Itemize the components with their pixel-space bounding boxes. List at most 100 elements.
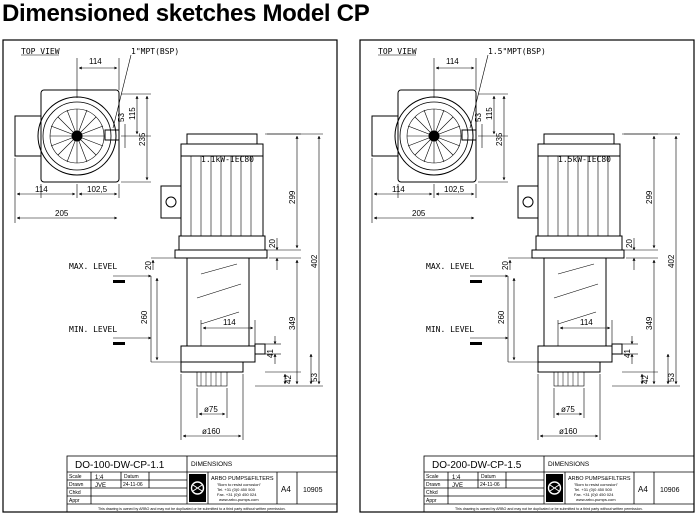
drawing-number: DO-100-DW-CP-1.1 — [75, 460, 165, 471]
paper-size: A4 — [638, 485, 648, 494]
dim-42: 42 — [284, 375, 293, 384]
ownership-notice: This drawing is owned by ARBO and may no… — [98, 507, 286, 511]
drawing-svg: TOP VIEW 1"MPT(BSP) 114 53 115 235 114 1… — [2, 39, 338, 513]
thread-label: 1.5"MPT(BSP) — [488, 47, 546, 56]
dim-20-upper: 20 — [268, 239, 277, 248]
thread-leader — [112, 54, 132, 129]
company-website: www.arbo-pumps.com — [576, 497, 616, 502]
dim-205: 205 — [412, 209, 426, 218]
datum-label: Datum — [124, 474, 139, 480]
datum-label: Datum — [481, 474, 496, 480]
dim-dia-75: ø75 — [204, 405, 218, 414]
drawing-description: DIMENSIONS — [191, 461, 233, 468]
dim-102-5: 102,5 — [87, 185, 108, 194]
dim-299: 299 — [645, 190, 654, 204]
dim-235: 235 — [138, 132, 147, 146]
drawing-sheet-left: TOP VIEW 1"MPT(BSP) 114 53 115 235 114 1… — [1, 38, 339, 514]
side-view — [517, 133, 625, 387]
company-name: ARBO PUMPS&FILTERS — [568, 476, 631, 482]
company-tagline: "Born to resist corrosion" — [217, 482, 262, 487]
mounting-plate — [174, 249, 268, 259]
paper-size: A4 — [281, 485, 291, 494]
dim-235: 235 — [495, 132, 504, 146]
dim-114-outlet: 114 — [580, 318, 593, 327]
scale-value: 1:4 — [452, 475, 461, 481]
dim-349: 349 — [288, 316, 297, 330]
scale-label: Scale — [69, 474, 82, 480]
drawn-date: 24-11-06 — [480, 482, 500, 488]
company-phone: Tel. +31 (0)0 450 500 — [574, 487, 613, 492]
top-view-label: TOP VIEW — [378, 47, 417, 56]
outlet-connection — [611, 343, 623, 355]
max-level-label: MAX. LEVEL — [69, 262, 117, 271]
dim-205: 205 — [55, 209, 69, 218]
dim-dia-160: ø160 — [559, 427, 578, 436]
top-view — [371, 89, 477, 183]
top-view-dimensions — [14, 58, 151, 223]
title-block — [423, 455, 695, 513]
drawing-svg: TOP VIEW 1.5"MPT(BSP) 114 53 115 235 114… — [359, 39, 695, 513]
drawing-sheet-right: TOP VIEW 1.5"MPT(BSP) 114 53 115 235 114… — [358, 38, 696, 514]
dim-260: 260 — [497, 310, 506, 324]
dim-114-bottom: 114 — [35, 185, 48, 194]
checked-label: Chkd — [426, 490, 438, 496]
motor-cooling-fins — [547, 156, 609, 236]
dim-299: 299 — [288, 190, 297, 204]
min-level-label: MIN. LEVEL — [69, 325, 117, 334]
checked-label: Chkd — [69, 490, 81, 496]
dim-115: 115 — [128, 107, 137, 120]
company-website: www.arbo-pumps.com — [219, 497, 259, 502]
pump-column — [186, 257, 250, 347]
top-view-dimensions — [371, 58, 508, 223]
dim-20-upper: 20 — [625, 239, 634, 248]
terminal-box — [160, 185, 182, 219]
motor-label: 1.1kW-IEC80 — [201, 155, 254, 164]
company-fax: Fax. +31 (0)0 450 024 — [574, 492, 614, 497]
approved-label: Appr — [426, 498, 437, 504]
dim-115: 115 — [485, 107, 494, 120]
dim-53: 53 — [474, 113, 483, 122]
thread-label: 1"MPT(BSP) — [131, 47, 179, 56]
ownership-notice: This drawing is owned by ARBO and may no… — [455, 507, 643, 511]
dim-20-lower: 20 — [144, 261, 153, 270]
max-level-label: MAX. LEVEL — [426, 262, 474, 271]
top-view-label: TOP VIEW — [21, 47, 60, 56]
company-fax: Fax. +31 (0)0 450 024 — [217, 492, 257, 497]
dim-53-base: 53 — [310, 373, 319, 382]
drawing-description: DIMENSIONS — [548, 461, 590, 468]
motor-label: 1.5kW-IEC80 — [558, 155, 611, 164]
thread-leader — [469, 54, 489, 129]
dim-402: 402 — [310, 254, 319, 268]
approved-label: Appr — [69, 498, 80, 504]
title-block — [66, 455, 338, 513]
dim-41: 41 — [266, 349, 275, 358]
side-view-dimensions — [507, 133, 680, 440]
dim-114-top: 114 — [446, 57, 459, 66]
motor-cooling-fins — [190, 156, 252, 236]
drawn-label: Drawn — [69, 482, 84, 488]
dim-260: 260 — [140, 310, 149, 324]
company-tagline: "Born to resist corrosion" — [574, 482, 619, 487]
mounting-plate — [531, 249, 625, 259]
drawing-serial: 10906 — [660, 487, 680, 494]
pump-column — [543, 257, 607, 347]
page-title: Dimensioned sketches Model CP — [2, 0, 370, 27]
dim-349: 349 — [645, 316, 654, 330]
dim-20-lower: 20 — [501, 261, 510, 270]
dim-114-bottom: 114 — [392, 185, 405, 194]
dim-41: 41 — [623, 349, 632, 358]
dim-53-base: 53 — [667, 373, 676, 382]
level-markers — [113, 274, 152, 345]
dim-53: 53 — [117, 113, 126, 122]
sheet-frame — [359, 39, 695, 513]
scale-label: Scale — [426, 474, 439, 480]
dim-114-top: 114 — [89, 57, 102, 66]
drawn-label: Drawn — [426, 482, 441, 488]
dim-402: 402 — [667, 254, 676, 268]
drawn-by: JVE — [452, 483, 463, 489]
level-markers — [470, 274, 509, 345]
company-name: ARBO PUMPS&FILTERS — [211, 476, 274, 482]
side-view-dimensions — [150, 133, 323, 440]
drawing-number: DO-200-DW-CP-1.5 — [432, 460, 522, 471]
dim-114-outlet: 114 — [223, 318, 236, 327]
